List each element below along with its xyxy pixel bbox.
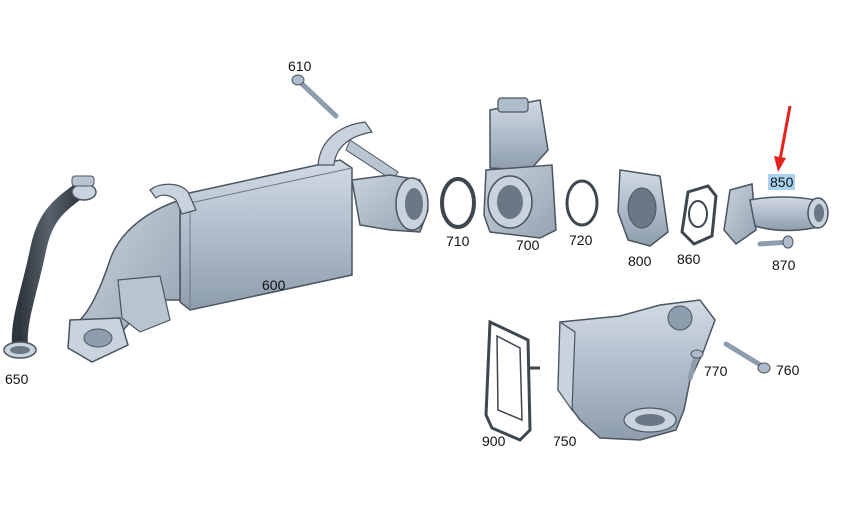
label-860: 860 [677, 251, 701, 267]
label-610: 610 [288, 58, 312, 74]
gasket-860 [680, 184, 718, 246]
egr-cooler-600 [67, 121, 429, 363]
label-600: 600 [262, 277, 286, 293]
gasket-710 [440, 177, 476, 229]
pipe-850 [723, 183, 829, 246]
pointer-arrow [774, 105, 792, 172]
label-750: 750 [553, 433, 577, 449]
label-800: 800 [628, 253, 652, 269]
label-650: 650 [5, 371, 29, 387]
housing-750 [557, 299, 716, 441]
egr-valve-700 [483, 97, 557, 239]
label-770: 770 [704, 363, 728, 379]
label-760: 760 [776, 362, 800, 378]
hose-650 [3, 175, 97, 359]
snap-ring-720 [565, 179, 599, 227]
label-850-highlighted: 850 [768, 174, 796, 190]
bolt-770 [687, 349, 704, 381]
bolt-760 [723, 341, 771, 374]
label-710: 710 [446, 233, 470, 249]
adapter-800 [617, 169, 669, 247]
label-900: 900 [482, 433, 506, 449]
label-700: 700 [516, 237, 540, 253]
bolt-610 [291, 74, 339, 119]
bolt-870 [757, 235, 794, 249]
gasket-900 [484, 319, 540, 442]
label-870: 870 [772, 257, 796, 273]
label-720: 720 [569, 232, 593, 248]
